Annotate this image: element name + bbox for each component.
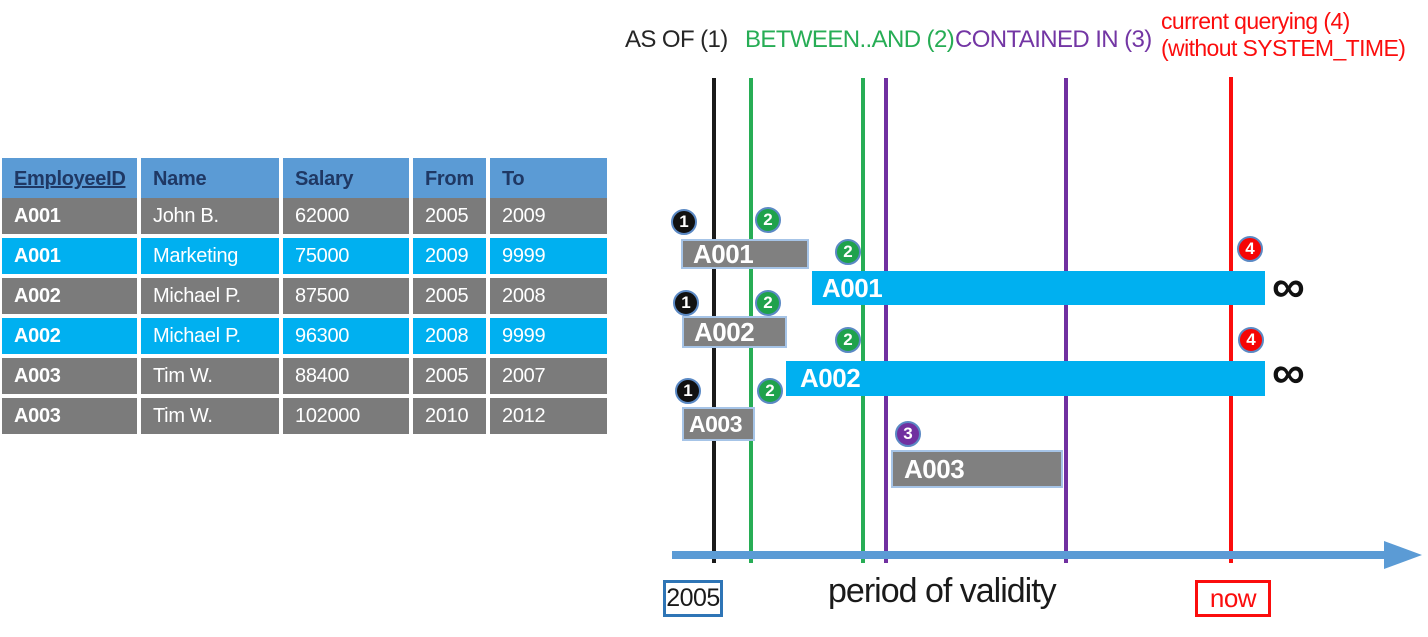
cell-from: 2009 <box>413 238 486 274</box>
validity-bar-a003-old2: A003 <box>891 450 1063 488</box>
contained-start-line <box>884 78 888 563</box>
bar-label: A002 <box>694 316 755 347</box>
badge-2: 2 <box>835 327 861 353</box>
cell-from: 2008 <box>413 318 486 354</box>
cell-name: Michael P. <box>141 318 279 354</box>
axis-start-year-box: 2005 <box>663 580 723 617</box>
axis-start-year: 2005 <box>666 584 720 612</box>
between-end-line <box>861 78 865 563</box>
infinity-icon: ∞ <box>1272 346 1305 398</box>
legend-current-querying-line1: current querying (4) <box>1161 8 1350 34</box>
cell-name: Marketing <box>141 238 279 274</box>
badge-1: 1 <box>671 209 697 235</box>
axis-now-label: now <box>1209 583 1257 613</box>
cell-salary: 75000 <box>283 238 409 274</box>
employee-history-table: EmployeeID Name Salary From To A001 John… <box>2 158 607 434</box>
legend-current-querying-line2: (without SYSTEM_TIME) <box>1161 35 1406 61</box>
bar-label: A002 <box>800 363 861 393</box>
axis-title: period of validity <box>828 572 1057 610</box>
cell-from: 2005 <box>413 198 486 234</box>
cell-to: 9999 <box>490 238 607 274</box>
validity-bar-a002-old: A002 <box>682 316 787 348</box>
bar-label: A003 <box>689 410 742 437</box>
badge-1: 1 <box>675 378 701 404</box>
cell-to: 2009 <box>490 198 607 234</box>
axis-now-box: now <box>1195 580 1271 617</box>
cell-employeeid: A001 <box>2 238 137 274</box>
badge-2: 2 <box>755 290 781 316</box>
now-line <box>1229 77 1233 563</box>
time-axis <box>672 551 1386 559</box>
contained-end-line <box>1064 78 1068 563</box>
cell-name: Michael P. <box>141 278 279 314</box>
cell-from: 2010 <box>413 398 486 434</box>
cell-from: 2005 <box>413 278 486 314</box>
bar-label: A003 <box>904 453 965 484</box>
validity-bar-a003-old1: A003 <box>682 407 755 441</box>
badge-1: 1 <box>673 290 699 316</box>
validity-bar-a001-current: A001 <box>812 271 1265 305</box>
badge-3: 3 <box>895 421 921 447</box>
cell-name: John B. <box>141 198 279 234</box>
time-axis-arrowhead <box>1384 541 1422 569</box>
bar-label: A001 <box>693 238 754 269</box>
cell-to: 9999 <box>490 318 607 354</box>
cell-employeeid: A003 <box>2 398 137 434</box>
cell-name: Tim W. <box>141 358 279 394</box>
cell-employeeid: A003 <box>2 358 137 394</box>
cell-employeeid: A001 <box>2 198 137 234</box>
badge-2: 2 <box>755 207 781 233</box>
cell-employeeid: A002 <box>2 318 137 354</box>
badge-4: 4 <box>1238 327 1264 353</box>
cell-to: 2012 <box>490 398 607 434</box>
legend-current-querying: current querying (4) (without SYSTEM_TIM… <box>1161 8 1406 62</box>
badge-2: 2 <box>757 378 783 404</box>
cell-salary: 87500 <box>283 278 409 314</box>
cell-to: 2007 <box>490 358 607 394</box>
validity-bar-a002-current: A002 <box>786 361 1265 396</box>
cell-salary: 88400 <box>283 358 409 394</box>
legend-between-and: BETWEEN..AND (2) <box>745 26 955 53</box>
cell-salary: 96300 <box>283 318 409 354</box>
validity-bar-a001-old: A001 <box>681 239 809 269</box>
cell-name: Tim W. <box>141 398 279 434</box>
legend-as-of: AS OF (1) <box>625 26 728 53</box>
cell-to: 2008 <box>490 278 607 314</box>
bar-label: A001 <box>822 272 883 303</box>
badge-4: 4 <box>1237 236 1263 262</box>
cell-salary: 102000 <box>283 398 409 434</box>
infinity-icon: ∞ <box>1272 260 1305 312</box>
legend-contained-in: CONTAINED IN (3) <box>955 26 1152 53</box>
cell-from: 2005 <box>413 358 486 394</box>
cell-employeeid: A002 <box>2 278 137 314</box>
cell-salary: 62000 <box>283 198 409 234</box>
badge-2: 2 <box>835 239 861 265</box>
